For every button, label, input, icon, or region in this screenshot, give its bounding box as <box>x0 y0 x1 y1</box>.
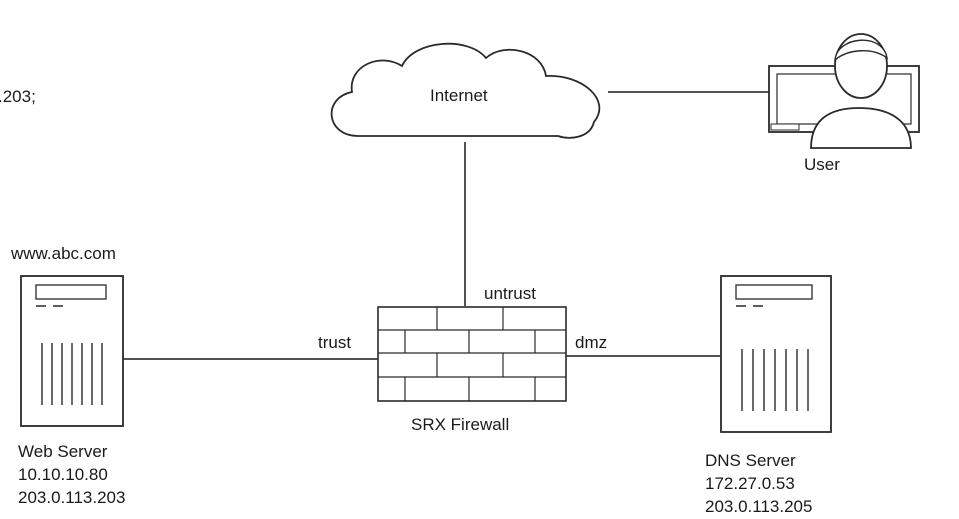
internet-label: Internet <box>430 86 488 105</box>
firewall-icon <box>377 306 567 402</box>
dns-server-icon <box>720 275 832 433</box>
dns-server-public-ip: 203.0.113.205 <box>705 497 813 516</box>
web-server-name: Web Server <box>18 442 108 461</box>
zone-trust-label: trust <box>318 333 352 352</box>
web-server-icon <box>20 275 124 427</box>
edge-text-fragment: .203; <box>0 87 36 106</box>
dns-server-info: DNS Server 172.27.0.53 203.0.113.205 <box>705 449 812 518</box>
web-server-hostname: www.abc.com <box>11 244 116 263</box>
user-label: User <box>804 155 840 174</box>
user-icon <box>768 33 920 149</box>
internet-cloud-icon <box>330 42 601 139</box>
web-server-public-ip: 203.0.113.203 <box>18 488 126 507</box>
web-server-info: Web Server 10.10.10.80 203.0.113.203 <box>18 440 125 509</box>
zone-untrust-label: untrust <box>484 284 536 303</box>
zone-dmz-label: dmz <box>575 333 608 352</box>
web-server-private-ip: 10.10.10.80 <box>18 465 108 484</box>
dns-server-private-ip: 172.27.0.53 <box>705 474 795 493</box>
dns-server-name: DNS Server <box>705 451 796 470</box>
firewall-label: SRX Firewall <box>411 415 510 434</box>
